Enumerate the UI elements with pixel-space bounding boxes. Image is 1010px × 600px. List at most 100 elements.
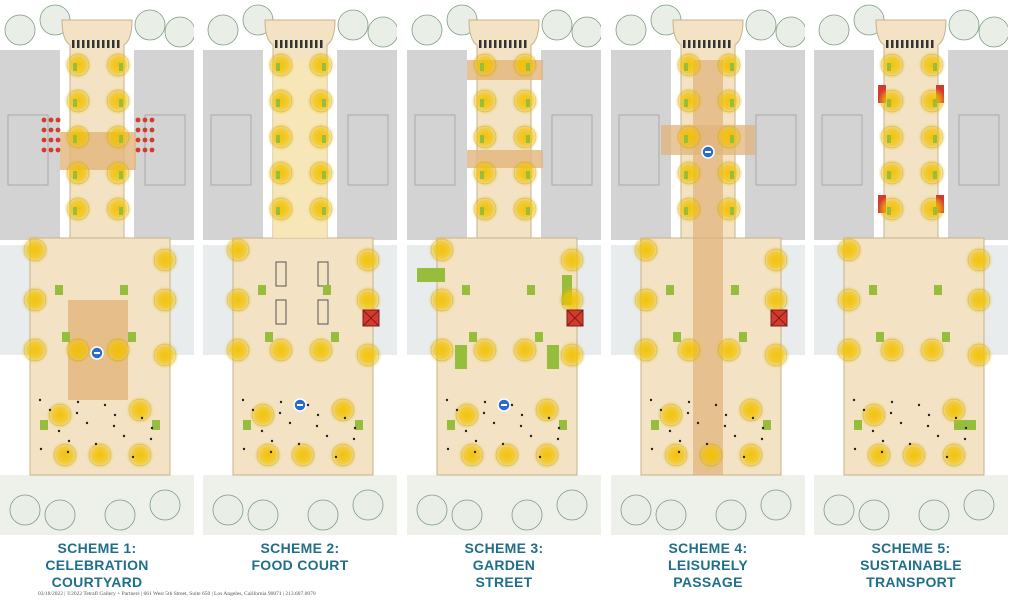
seat-icon	[315, 424, 319, 428]
table-icon	[142, 117, 148, 123]
seat-icon	[325, 434, 329, 438]
seat-icon	[279, 400, 283, 404]
planter-pad	[276, 207, 280, 215]
site-plan	[0, 0, 194, 535]
street-tree-icon	[149, 489, 181, 521]
seat-icon	[306, 403, 310, 407]
seat-icon	[241, 398, 245, 402]
tree-canopy-icon	[267, 51, 295, 79]
seat-icon	[520, 413, 524, 417]
seat-icon	[352, 437, 356, 441]
planter-pad	[40, 420, 48, 430]
building-right	[134, 50, 194, 240]
tree-canopy-icon	[697, 441, 725, 469]
table-icon	[142, 147, 148, 153]
scheme-caption-line2: GARDEN	[472, 557, 536, 573]
seat-icon	[714, 403, 718, 407]
food-truck-icon	[317, 299, 329, 325]
tree-canopy-icon	[458, 441, 486, 469]
seat-icon	[761, 426, 765, 430]
tree-canopy-icon	[737, 441, 765, 469]
tree-canopy-icon	[307, 195, 335, 223]
planter-pad	[322, 135, 326, 143]
planter-pad	[276, 171, 280, 179]
table-icon	[48, 127, 54, 133]
seat-icon	[649, 398, 653, 402]
planter-pad	[152, 420, 160, 430]
building-right	[541, 50, 601, 240]
seat-icon	[474, 439, 478, 443]
tree-canopy-icon	[940, 396, 968, 424]
building-left	[814, 50, 874, 240]
seat-icon	[678, 439, 682, 443]
tree-canopy-icon	[675, 195, 703, 223]
tree-canopy-icon	[533, 396, 561, 424]
tree-canopy-icon	[151, 341, 179, 369]
tree-canopy-icon	[965, 286, 993, 314]
tree-canopy-icon	[354, 246, 382, 274]
seat-icon	[85, 421, 89, 425]
seat-icon	[917, 403, 921, 407]
tree-canopy-icon	[151, 246, 179, 274]
planter-pad	[526, 207, 530, 215]
street-tree-icon	[207, 14, 239, 46]
tree-canopy-icon	[632, 286, 660, 314]
street-tree-icon	[715, 499, 747, 531]
garden-planter	[954, 420, 976, 430]
planter-pad	[933, 99, 937, 107]
planter-pad	[119, 135, 123, 143]
tree-canopy-icon	[471, 159, 499, 187]
tree-canopy-icon	[675, 51, 703, 79]
building-right	[337, 50, 397, 240]
seat-icon	[140, 416, 144, 420]
street-tree-icon	[963, 489, 995, 521]
tree-canopy-icon	[64, 159, 92, 187]
seat-icon	[519, 424, 523, 428]
seat-icon	[150, 426, 154, 430]
tree-canopy-icon	[835, 236, 863, 264]
tree-canopy-icon	[249, 401, 277, 429]
tree-canopy-icon	[762, 286, 790, 314]
tree-canopy-icon	[715, 123, 743, 151]
seat-icon	[94, 442, 98, 446]
planter-pad	[933, 171, 937, 179]
planter-pad	[730, 171, 734, 179]
street-tree-icon	[352, 489, 384, 521]
site-plan	[814, 0, 1008, 535]
tree-canopy-icon	[104, 195, 132, 223]
tree-canopy-icon	[267, 159, 295, 187]
tree-canopy-icon	[126, 396, 154, 424]
tree-canopy-icon	[965, 341, 993, 369]
tree-canopy-icon	[878, 123, 906, 151]
scheme-caption: SCHEME 2:FOOD COURT	[203, 540, 397, 574]
tree-canopy-icon	[918, 123, 946, 151]
seat-icon	[650, 447, 654, 451]
planter-pad	[684, 135, 688, 143]
planter-pad	[854, 420, 862, 430]
seat-icon	[889, 411, 893, 415]
planter-pad	[730, 99, 734, 107]
seat-icon	[242, 447, 246, 451]
planter-pad	[73, 207, 77, 215]
table-icon	[149, 137, 155, 143]
tree-canopy-icon	[224, 236, 252, 264]
seat-icon	[964, 426, 968, 430]
street-tree-icon	[367, 16, 397, 48]
plaza	[232, 237, 374, 476]
seat-icon	[38, 398, 42, 402]
planter-pad	[322, 99, 326, 107]
planter-pad	[73, 99, 77, 107]
tree-canopy-icon	[511, 336, 539, 364]
scheme-caption-line3: TRANSPORT	[866, 574, 956, 590]
street-tree-icon	[775, 16, 805, 48]
tree-canopy-icon	[64, 87, 92, 115]
tree-canopy-icon	[104, 336, 132, 364]
tree-canopy-icon	[151, 286, 179, 314]
tree-canopy-icon	[878, 336, 906, 364]
seat-icon	[269, 450, 273, 454]
planter-pad	[480, 171, 484, 179]
seat-icon	[103, 403, 107, 407]
tree-canopy-icon	[86, 441, 114, 469]
seat-icon	[852, 398, 856, 402]
